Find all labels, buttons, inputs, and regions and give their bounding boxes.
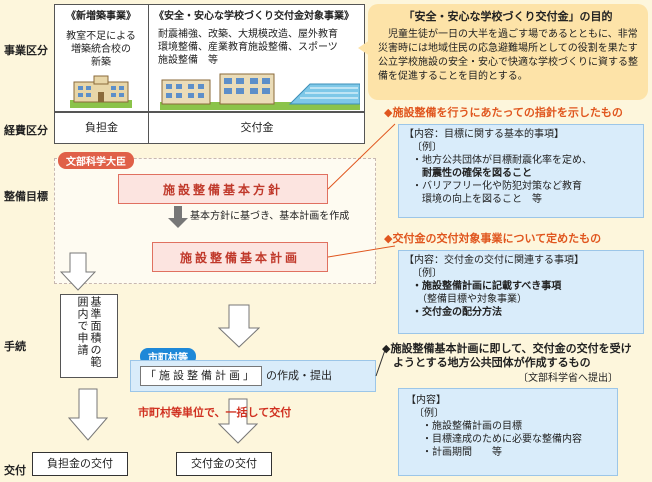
plan-note-line: ・計画期間 等	[422, 447, 502, 458]
row-label-procedure: 手続	[4, 340, 26, 353]
bulk-grant-text: 市町村等単位で、一括して交付	[138, 406, 292, 419]
target-lines: 【内容：交付金の交付に関連する事項】 〔例〕 ・施設整備計画に記載すべき事項 （…	[404, 254, 644, 319]
row-label-goal: 整備目標	[4, 190, 48, 203]
facility-plan-suffix: の作成・提出	[266, 369, 332, 382]
grant-left-box: 負担金の交付	[32, 452, 128, 476]
guideline-line: ・バリアフリー化や防犯対策など教育	[412, 181, 582, 192]
target-heading: ◆交付金の交付対象事業について定めたもの	[384, 232, 602, 245]
facility-plan-box: 「施設整備計画」	[140, 366, 262, 386]
apply-box	[60, 294, 118, 378]
plan-note-line: 【内容】	[406, 395, 446, 406]
plan-note-lines: 【内容】 〔例〕 ・施設整備計画の目標 ・目標達成のために必要な整備内容 ・計画…	[406, 394, 616, 459]
guideline-line: ・地方公共団体が目標耐震化率を定め、	[412, 155, 592, 166]
plan-note-line: 〔例〕	[414, 408, 444, 419]
plan-box: 施設整備基本計画	[152, 242, 328, 272]
purpose-body: 児童生徒が一日の大半を過ごす場であるとともに、非常災害時には地域住民の応急避難場…	[378, 29, 638, 82]
plan-note-line: ・施設整備計画の目標	[422, 421, 522, 432]
guideline-panel	[398, 124, 644, 218]
row-label-expense: 経費区分	[4, 124, 48, 137]
expense-left: 負担金	[85, 121, 118, 134]
guideline-line: 環境の向上を図ること 等	[412, 194, 542, 205]
school-building-illustration	[70, 74, 132, 108]
apply-text: 基準面積の範囲内で申請	[76, 296, 102, 368]
target-line: （整備目標や対象事業）	[412, 294, 527, 305]
project-right-title: 《安全・安心な学校づくり交付金対象事業》	[154, 11, 354, 22]
mext-badge: 文部科学大臣	[58, 152, 134, 169]
project-left-desc: 教室不足による 増築統合校の 新築	[66, 31, 136, 68]
policy-box: 施設整備基本方針	[118, 174, 328, 204]
policy-to-plan-arrow	[168, 218, 188, 228]
purpose-title: 「安全・安心な学校づくり交付金」の目的	[403, 10, 613, 23]
target-panel	[398, 250, 644, 334]
facilities-illustration	[160, 70, 361, 110]
facility-plan-row: 「施設整備計画」 の作成・提出	[140, 366, 332, 386]
project-left-title: 《新増築事業》	[66, 11, 136, 22]
guideline-line: 【内容：目標に関する基本的事項】	[404, 129, 564, 140]
plan-note-heading: ◆施設整備基本計画に即して、交付金の交付を受け ようとする地方公共団体が作成する…	[382, 342, 632, 369]
step-text: 基本方針に基づき、基本計画を作成	[190, 211, 350, 222]
target-line: ・施設整備計画に記載すべき事項	[412, 281, 562, 292]
row-label-grant: 交付	[4, 464, 26, 477]
plan-note-submit: 〔文部科学省へ提出〕	[518, 373, 618, 384]
row-label-project: 事業区分	[4, 44, 48, 57]
middle-down-arrow	[218, 304, 260, 348]
target-line: 〔例〕	[412, 268, 442, 279]
left-down-arrow-1	[60, 252, 96, 291]
plan-note-panel	[398, 388, 618, 476]
target-line: ・交付金の配分方法	[412, 307, 502, 318]
left-down-arrow-2	[68, 388, 108, 441]
expense-right: 交付金	[240, 121, 274, 134]
guideline-line: 〔例〕	[412, 142, 442, 153]
grant-right-box: 交付金の交付	[176, 452, 272, 476]
guideline-line: 耐震性の確保を図ること	[412, 168, 532, 179]
purpose-panel	[368, 4, 648, 100]
guideline-heading: ◆施設整備を行うにあたっての指針を示したもの	[384, 106, 623, 119]
guideline-lines: 【内容：目標に関する基本的事項】 〔例〕 ・地方公共団体が目標耐震化率を定め、 …	[404, 128, 644, 206]
right-down-arrow	[218, 398, 258, 444]
plan-note-line: ・目標達成のために必要な整備内容	[422, 434, 582, 445]
project-right-desc: 耐震補強、改築、大規模改造、屋外教育 環境整備、産業教育施設整備、スポーツ 施設…	[158, 29, 338, 66]
target-line: 【内容：交付金の交付に関連する事項】	[404, 255, 584, 266]
